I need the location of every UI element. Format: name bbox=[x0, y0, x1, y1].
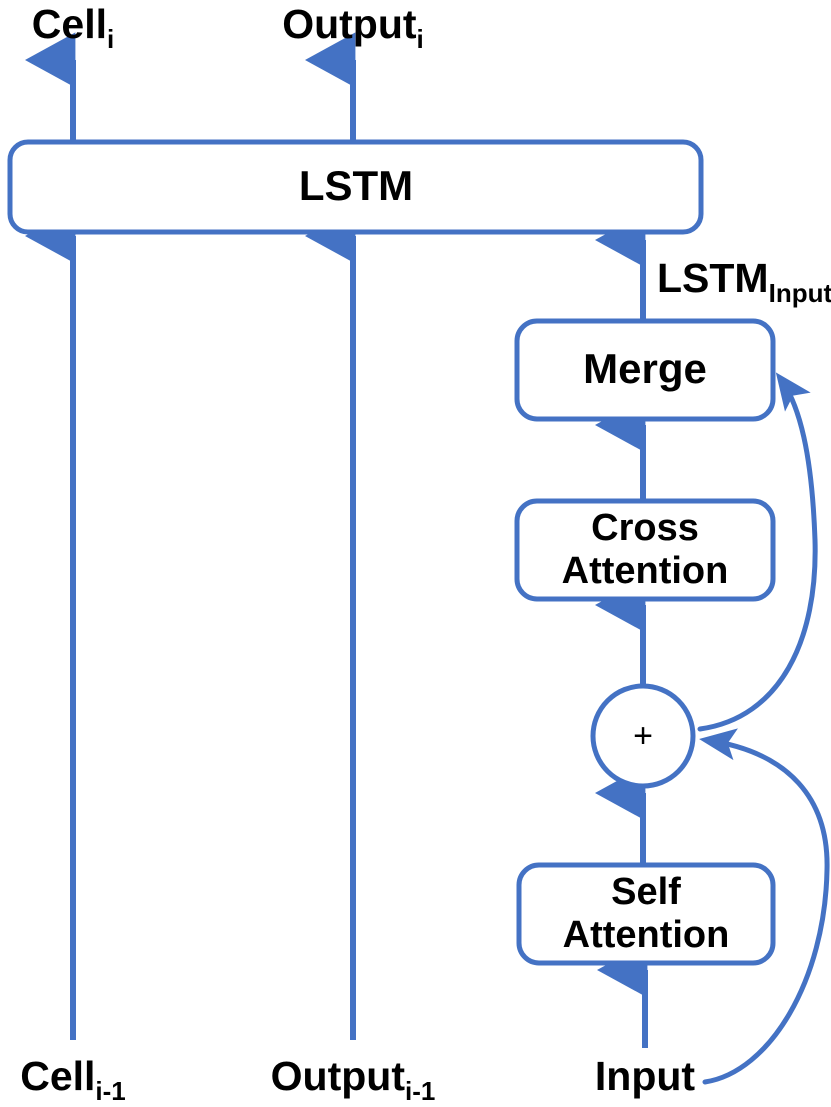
node-self-attention[interactable]: Self Attention bbox=[516, 862, 776, 966]
node-merge-shape bbox=[514, 318, 776, 422]
io-label-output-out: Outputi bbox=[282, 1, 424, 54]
io-label-cell-in-base: Cell bbox=[20, 1053, 95, 1099]
node-lstm-label: LSTM bbox=[299, 162, 413, 209]
io-label-cell-out-base: Cell bbox=[32, 1, 107, 47]
node-adder-shape bbox=[590, 683, 696, 789]
io-label-output-in-base: Output bbox=[271, 1053, 406, 1099]
io-label-cell-in: Celli-1 bbox=[20, 1053, 126, 1106]
node-self-attention-shape bbox=[516, 862, 776, 966]
node-lstm[interactable]: LSTM bbox=[7, 139, 704, 235]
node-self-attention-label-line2: Attention bbox=[563, 914, 730, 956]
node-cross-attention-label-line1: Cross bbox=[591, 507, 699, 549]
edge-input-to-adder-curve bbox=[699, 728, 830, 1085]
edge-label-lstm-input-sub: Input bbox=[769, 278, 831, 308]
node-adder[interactable]: + bbox=[590, 683, 696, 789]
io-label-input-in: Input bbox=[595, 1053, 696, 1099]
node-self-attention-label-line1: Self bbox=[611, 871, 681, 913]
node-lstm-shape bbox=[7, 139, 704, 235]
io-label-input-in-base: Input bbox=[595, 1053, 696, 1099]
io-label-output-in-sub: i-1 bbox=[405, 1076, 435, 1106]
io-label-cell-out-sub: i bbox=[107, 24, 114, 54]
io-label-output-out-sub: i bbox=[417, 24, 424, 54]
node-cross-attention-label-line2: Attention bbox=[562, 550, 729, 592]
edge-label-lstm-input: LSTMInput bbox=[657, 255, 831, 308]
io-label-output-out-base: Output bbox=[282, 1, 417, 47]
node-merge-label: Merge bbox=[583, 345, 707, 392]
io-label-cell-out: Celli bbox=[32, 1, 114, 54]
node-cross-attention[interactable]: Cross Attention bbox=[514, 498, 776, 602]
node-cross-attention-shape bbox=[514, 498, 776, 602]
node-adder-plus-label: + bbox=[633, 717, 653, 755]
edge-label-lstm-input-base: LSTM bbox=[657, 255, 769, 301]
io-label-cell-in-sub: i-1 bbox=[95, 1076, 125, 1106]
node-merge[interactable]: Merge bbox=[514, 318, 776, 422]
io-label-output-in: Outputi-1 bbox=[271, 1053, 436, 1106]
edge-adder-to-merge-curve bbox=[697, 372, 818, 732]
